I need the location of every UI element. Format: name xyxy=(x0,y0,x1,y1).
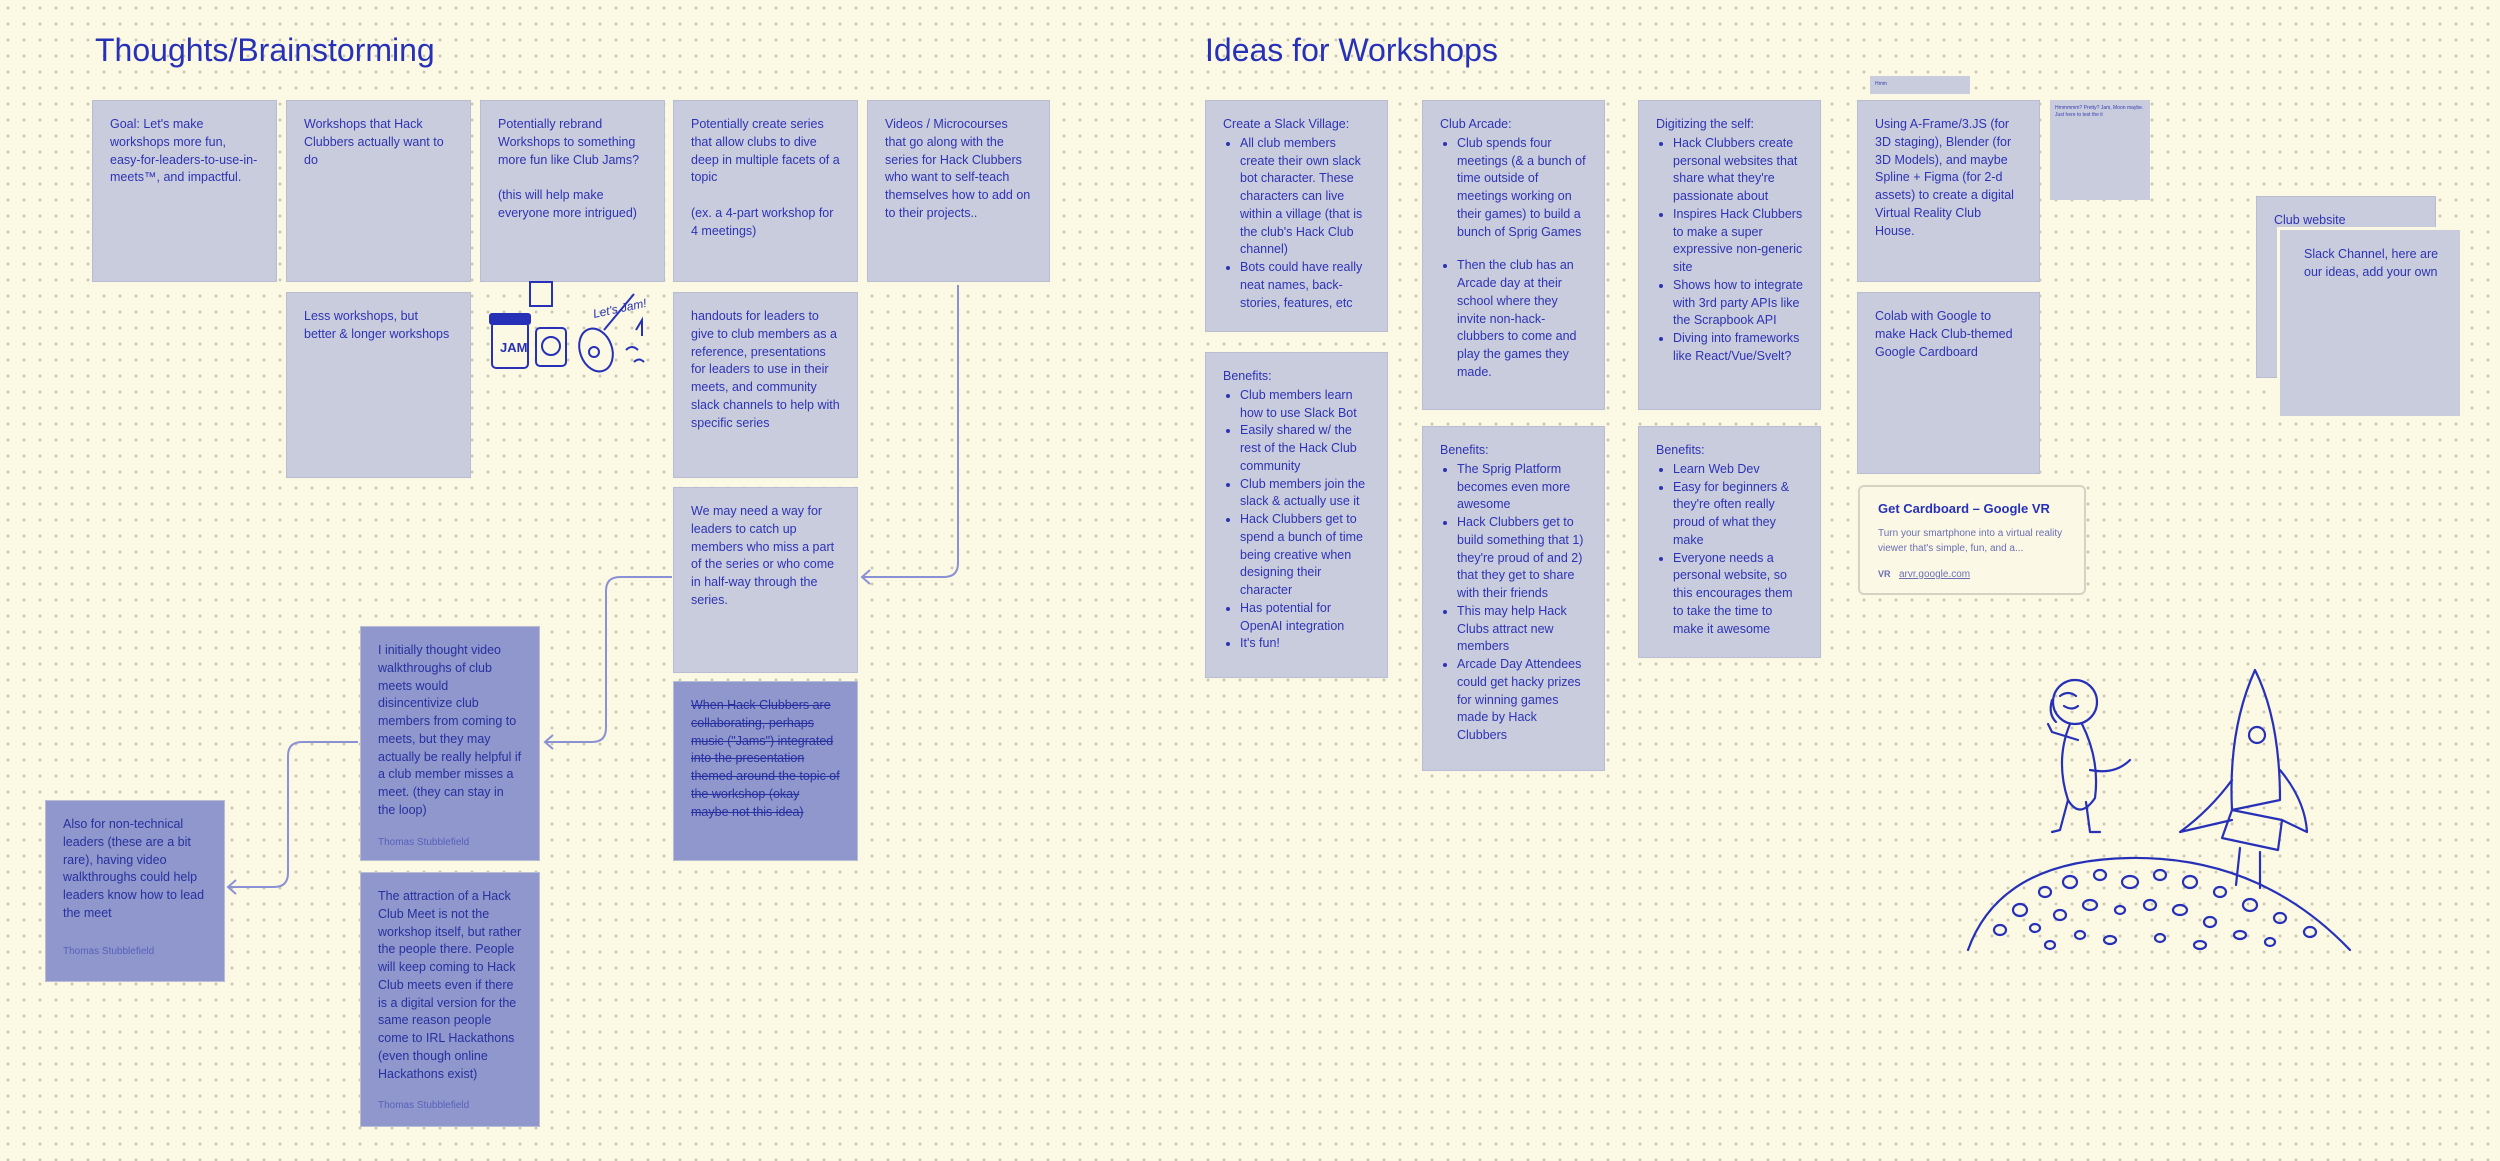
note-catch-up[interactable]: We may need a way for leaders to catch u… xyxy=(673,487,858,673)
note-goal[interactable]: Goal: Let's make workshops more fun, eas… xyxy=(92,100,277,282)
crater-marks xyxy=(1992,868,2318,951)
note-club-arcade[interactable]: Club Arcade: Club spends four meetings (… xyxy=(1422,100,1605,410)
link-card-description: Turn your smartphone into a virtual real… xyxy=(1878,528,2063,554)
note-digitizing-benefits[interactable]: Benefits: Learn Web Dev Easy for beginne… xyxy=(1638,426,1821,658)
svg-text:JAM: JAM xyxy=(500,340,527,355)
note-arcade-benefits[interactable]: Benefits: The Sprig Platform becomes eve… xyxy=(1422,426,1605,771)
author-label: Thomas Stubblefield xyxy=(63,945,155,957)
note-slack-village[interactable]: Create a Slack Village: All club members… xyxy=(1205,100,1388,332)
astronaut-moon-drawing xyxy=(1966,668,2352,952)
tiny-scribble-note[interactable]: Hmmmmm? Pretty? Jam, Moon maybe. Just he… xyxy=(2050,100,2150,200)
arrow-videowalk-to-nontech xyxy=(228,741,358,888)
link-card-google-vr[interactable]: Get Cardboard – Google VR Turn your smar… xyxy=(1858,485,2086,595)
link-card-title[interactable]: Get Cardboard – Google VR xyxy=(1878,501,2050,516)
link-card-url-row[interactable]: VR arvr.google.com xyxy=(1878,564,2066,582)
note-slack-channel[interactable]: Slack Channel, here are our ideas, add y… xyxy=(2280,230,2460,416)
note-struck-jams-idea[interactable]: When Hack Clubbers are collaborating, pe… xyxy=(673,681,858,861)
workshop-ideas-heading: Ideas for Workshops xyxy=(1205,32,1498,68)
author-label: Thomas Stubblefield xyxy=(378,836,470,848)
note-series[interactable]: Potentially create series that allow clu… xyxy=(673,100,858,282)
arrow-videos-to-catchup xyxy=(862,285,959,578)
note-workshops-want[interactable]: Workshops that Hack Clubbers actually wa… xyxy=(286,100,471,282)
author-label: Thomas Stubblefield xyxy=(378,1100,470,1112)
note-attraction[interactable]: The attraction of a Hack Club Meet is no… xyxy=(360,872,540,1127)
note-less-workshops[interactable]: Less workshops, but better & longer work… xyxy=(286,292,471,478)
note-videos[interactable]: Videos / Microcourses that go along with… xyxy=(867,100,1050,282)
note-vr-clubhouse[interactable]: Using A-Frame/3.JS (for 3D staging), Ble… xyxy=(1857,100,2040,282)
arrow-catchup-to-videowalk xyxy=(545,576,672,743)
tiny-tab-note[interactable]: Hmm xyxy=(1870,76,1970,94)
link-card-url[interactable]: arvr.google.com xyxy=(1898,569,1971,580)
note-non-technical[interactable]: Also for non-technical leaders (these ar… xyxy=(45,800,225,982)
note-google-cardboard[interactable]: Colab with Google to make Hack Club-them… xyxy=(1857,292,2040,474)
note-handouts[interactable]: handouts for leaders to give to club mem… xyxy=(673,292,858,478)
note-digitizing-self[interactable]: Digitizing the self: Hack Clubbers creat… xyxy=(1638,100,1821,410)
note-rebrand[interactable]: Potentially rebrand Workshops to somethi… xyxy=(480,100,665,282)
jam-sticker-image: JAM Let's Jam! xyxy=(489,281,649,373)
note-video-walkthroughs[interactable]: I initially thought video walkthroughs o… xyxy=(360,626,540,861)
brainstorming-heading: Thoughts/Brainstorming xyxy=(95,32,435,68)
vr-favicon-icon: VR xyxy=(1878,569,1891,579)
svg-text:Let's Jam!: Let's Jam! xyxy=(592,296,649,321)
note-slack-benefits[interactable]: Benefits: Club members learn how to use … xyxy=(1205,352,1388,678)
